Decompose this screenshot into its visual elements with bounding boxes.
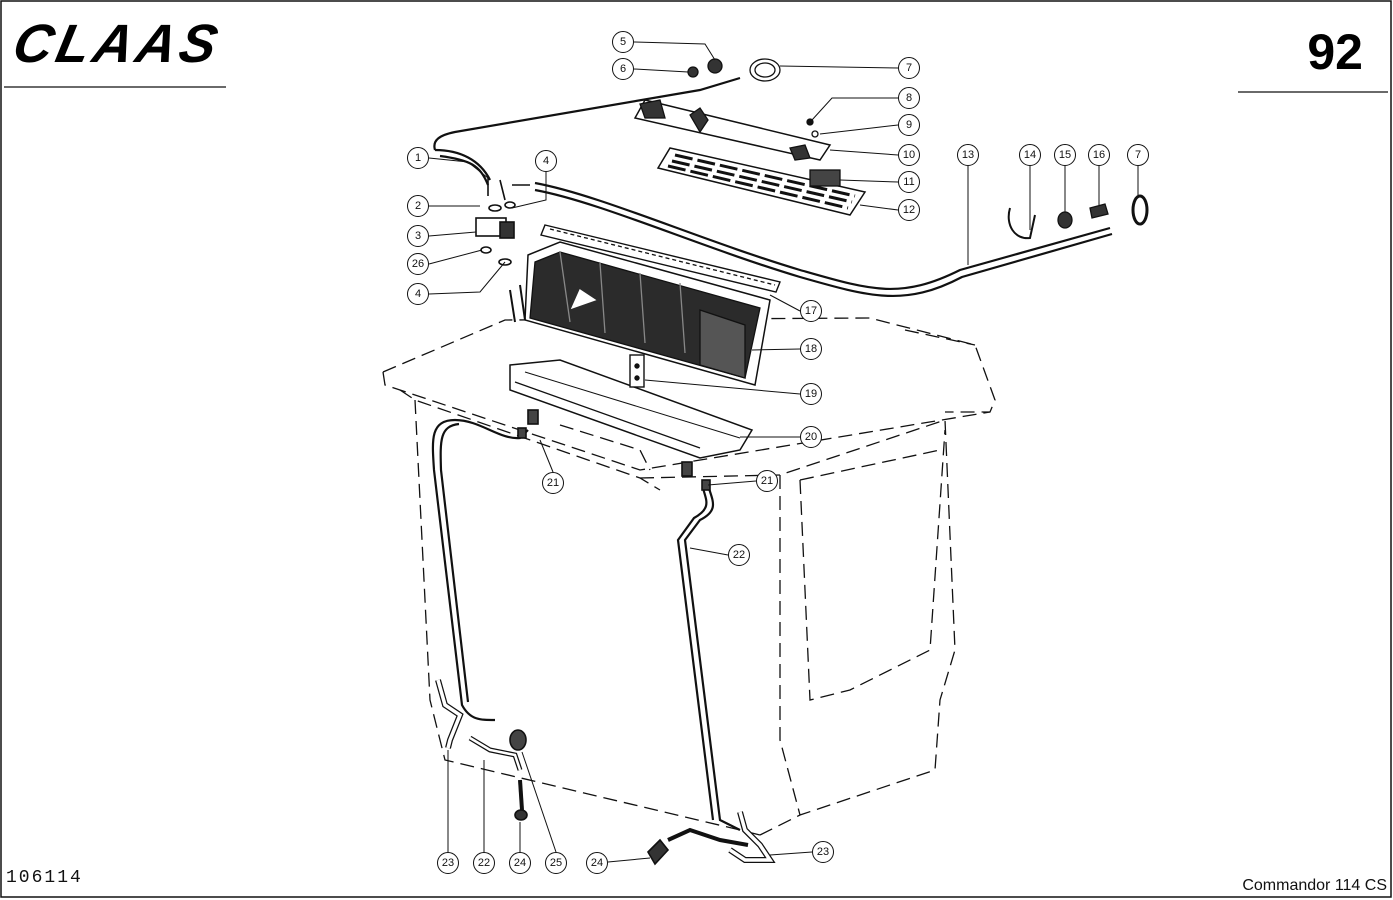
seal-strip — [540, 224, 781, 293]
top-cover — [633, 99, 832, 161]
callout-21: 21 — [756, 470, 778, 492]
callout-7: 7 — [898, 57, 920, 79]
model-label: Commandor 114 CS — [1242, 877, 1387, 894]
drip-tray — [509, 359, 754, 459]
callout-2: 2 — [407, 195, 429, 217]
callout-24: 24 — [509, 852, 531, 874]
callout-8: 8 — [898, 87, 920, 109]
right-cab-pipe — [676, 484, 741, 831]
callout-23: 23 — [437, 852, 459, 874]
drawing-number: 106114 — [6, 868, 83, 888]
callout-23: 23 — [812, 841, 834, 863]
callout-12: 12 — [898, 199, 920, 221]
leader-lines — [428, 41, 1139, 863]
mounting-bracket — [629, 354, 645, 388]
expansion-valve — [475, 178, 530, 266]
callout-22: 22 — [728, 544, 750, 566]
callout-4: 4 — [407, 283, 429, 305]
evaporator-core — [509, 241, 771, 386]
callout-16: 16 — [1088, 144, 1110, 166]
roof-pipe-front — [433, 76, 741, 186]
callout-3: 3 — [407, 225, 429, 247]
callout-18: 18 — [800, 338, 822, 360]
roof-pipe-long — [534, 181, 1113, 297]
callout-24: 24 — [586, 852, 608, 874]
callout-21: 21 — [542, 472, 564, 494]
callout-15: 15 — [1054, 144, 1076, 166]
callout-17: 17 — [800, 300, 822, 322]
callout-11: 11 — [898, 171, 920, 193]
callout-25: 25 — [545, 852, 567, 874]
callout-1: 1 — [407, 147, 429, 169]
callout-13: 13 — [957, 144, 979, 166]
left-cab-pipe — [431, 418, 529, 722]
callout-4: 4 — [535, 150, 557, 172]
callout-6: 6 — [612, 58, 634, 80]
page-number: 92 — [1307, 24, 1363, 80]
callout-5: 5 — [612, 31, 634, 53]
callout-9: 9 — [898, 114, 920, 136]
callout-26: 26 — [407, 253, 429, 275]
fittings-right — [1007, 194, 1149, 240]
callout-19: 19 — [800, 383, 822, 405]
air-grille — [656, 147, 867, 216]
drain-fittings — [435, 409, 776, 866]
callout-22: 22 — [473, 852, 495, 874]
callout-10: 10 — [898, 144, 920, 166]
callout-7: 7 — [1127, 144, 1149, 166]
callout-20: 20 — [800, 426, 822, 448]
callout-14: 14 — [1019, 144, 1041, 166]
